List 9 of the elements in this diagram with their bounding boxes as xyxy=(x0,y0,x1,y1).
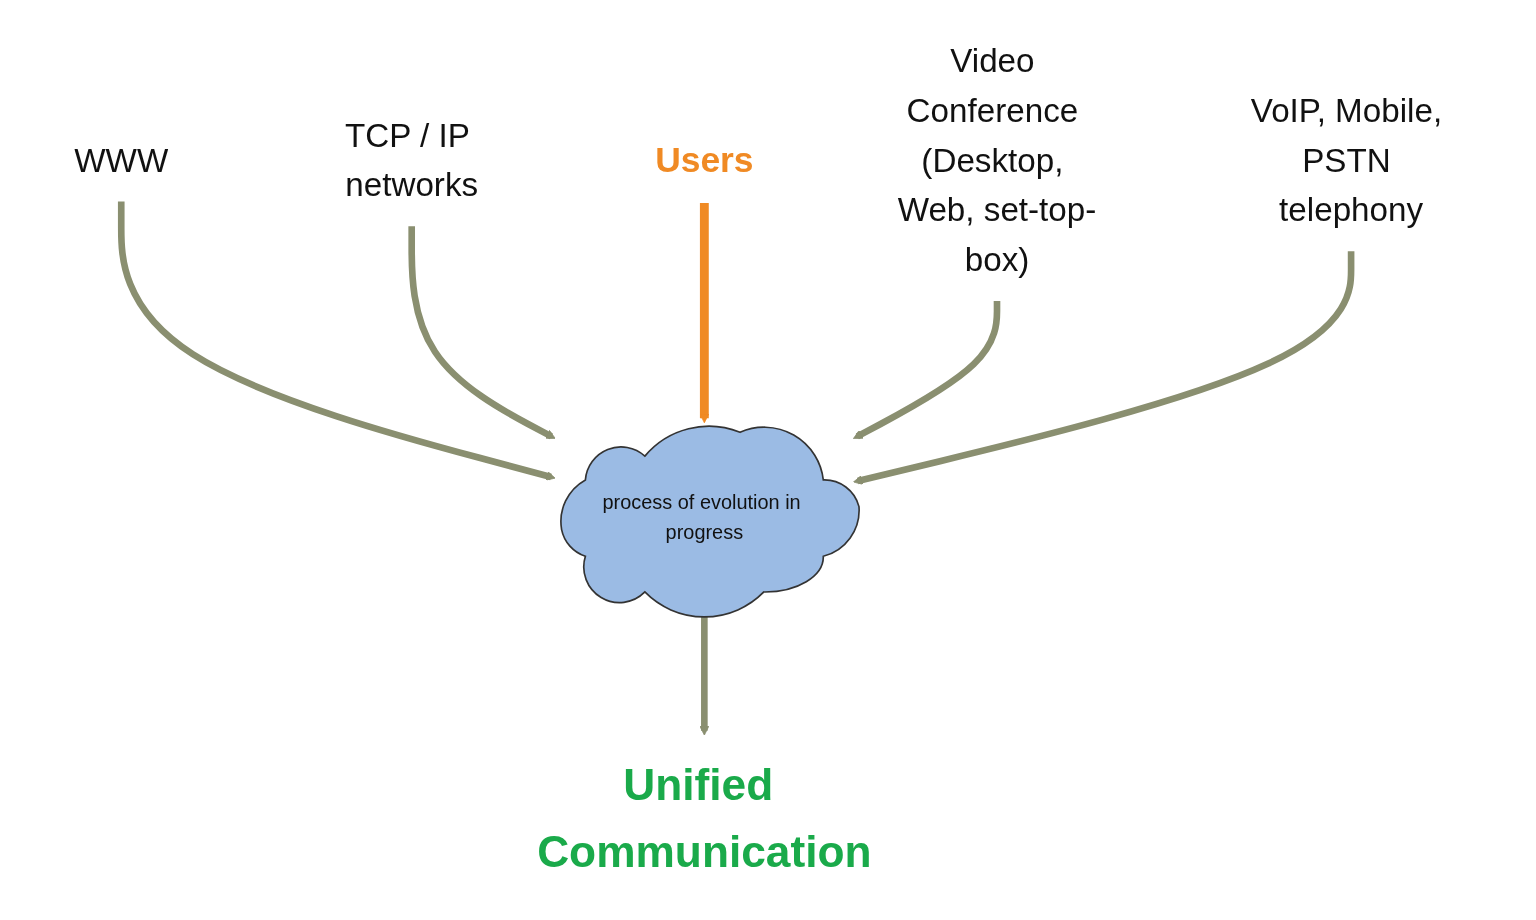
node-text: Users xyxy=(655,140,754,180)
node-text: WWW xyxy=(74,141,169,179)
arrow xyxy=(117,201,556,481)
node-text: VoIP, Mobile, PSTN telephony xyxy=(1250,91,1443,228)
arrow xyxy=(699,203,710,424)
node-text: TCP / IP networks xyxy=(344,116,479,204)
arrow xyxy=(408,226,556,440)
node-text: Unified Communication xyxy=(537,760,872,876)
node-text: Video Conference (Desktop, Web, set-top-box) xyxy=(897,42,1097,278)
